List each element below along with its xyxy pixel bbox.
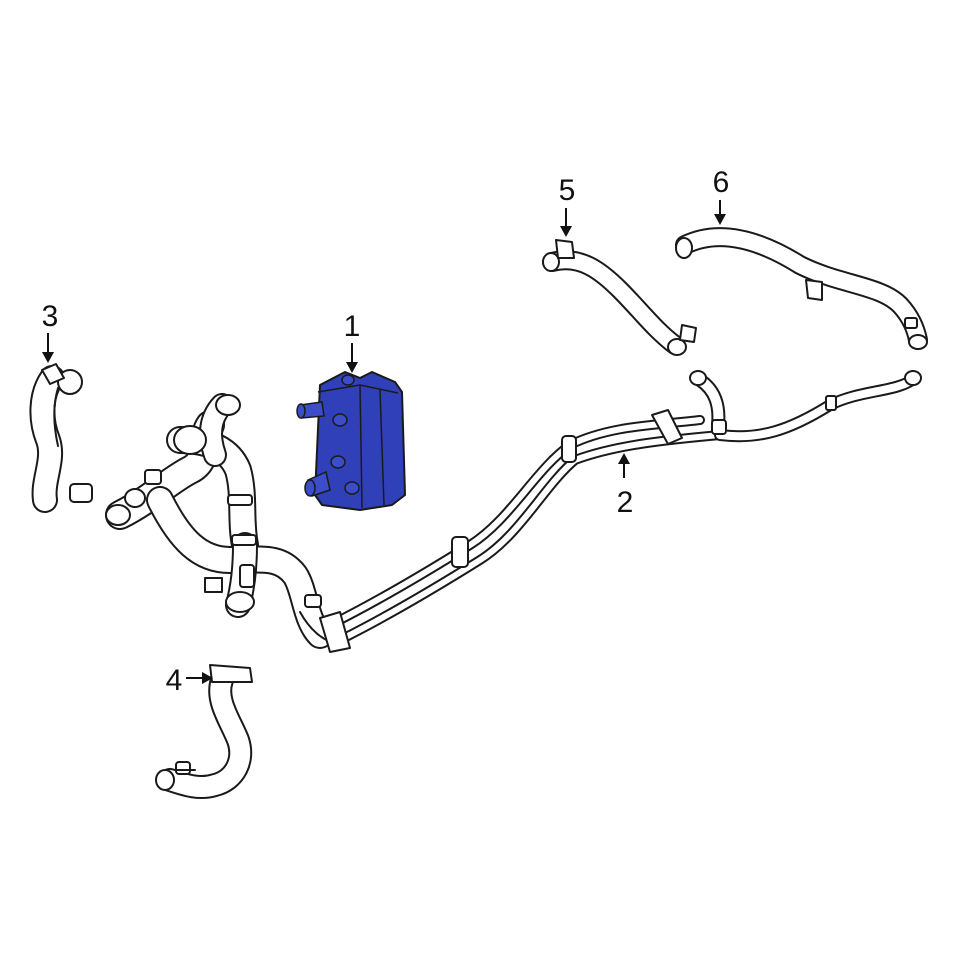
callout-2: 2 [617,486,634,519]
callout-arrows [42,200,726,684]
hose-part-5[interactable] [542,239,697,356]
callout-labels: 1 2 3 4 5 6 [42,166,730,697]
coolant-hose-assembly[interactable] [105,393,339,649]
callout-1: 1 [344,310,361,343]
pipe-assembly-part-2[interactable] [319,370,922,653]
callout-6: 6 [713,166,730,199]
hose-part-3[interactable] [29,363,93,513]
callout-4: 4 [166,664,183,697]
callout-5: 5 [559,174,576,207]
hose-part-4[interactable] [155,664,253,800]
callout-3: 3 [42,300,59,333]
oil-cooler-part-1[interactable] [296,371,406,511]
hose-part-6[interactable] [675,227,928,350]
